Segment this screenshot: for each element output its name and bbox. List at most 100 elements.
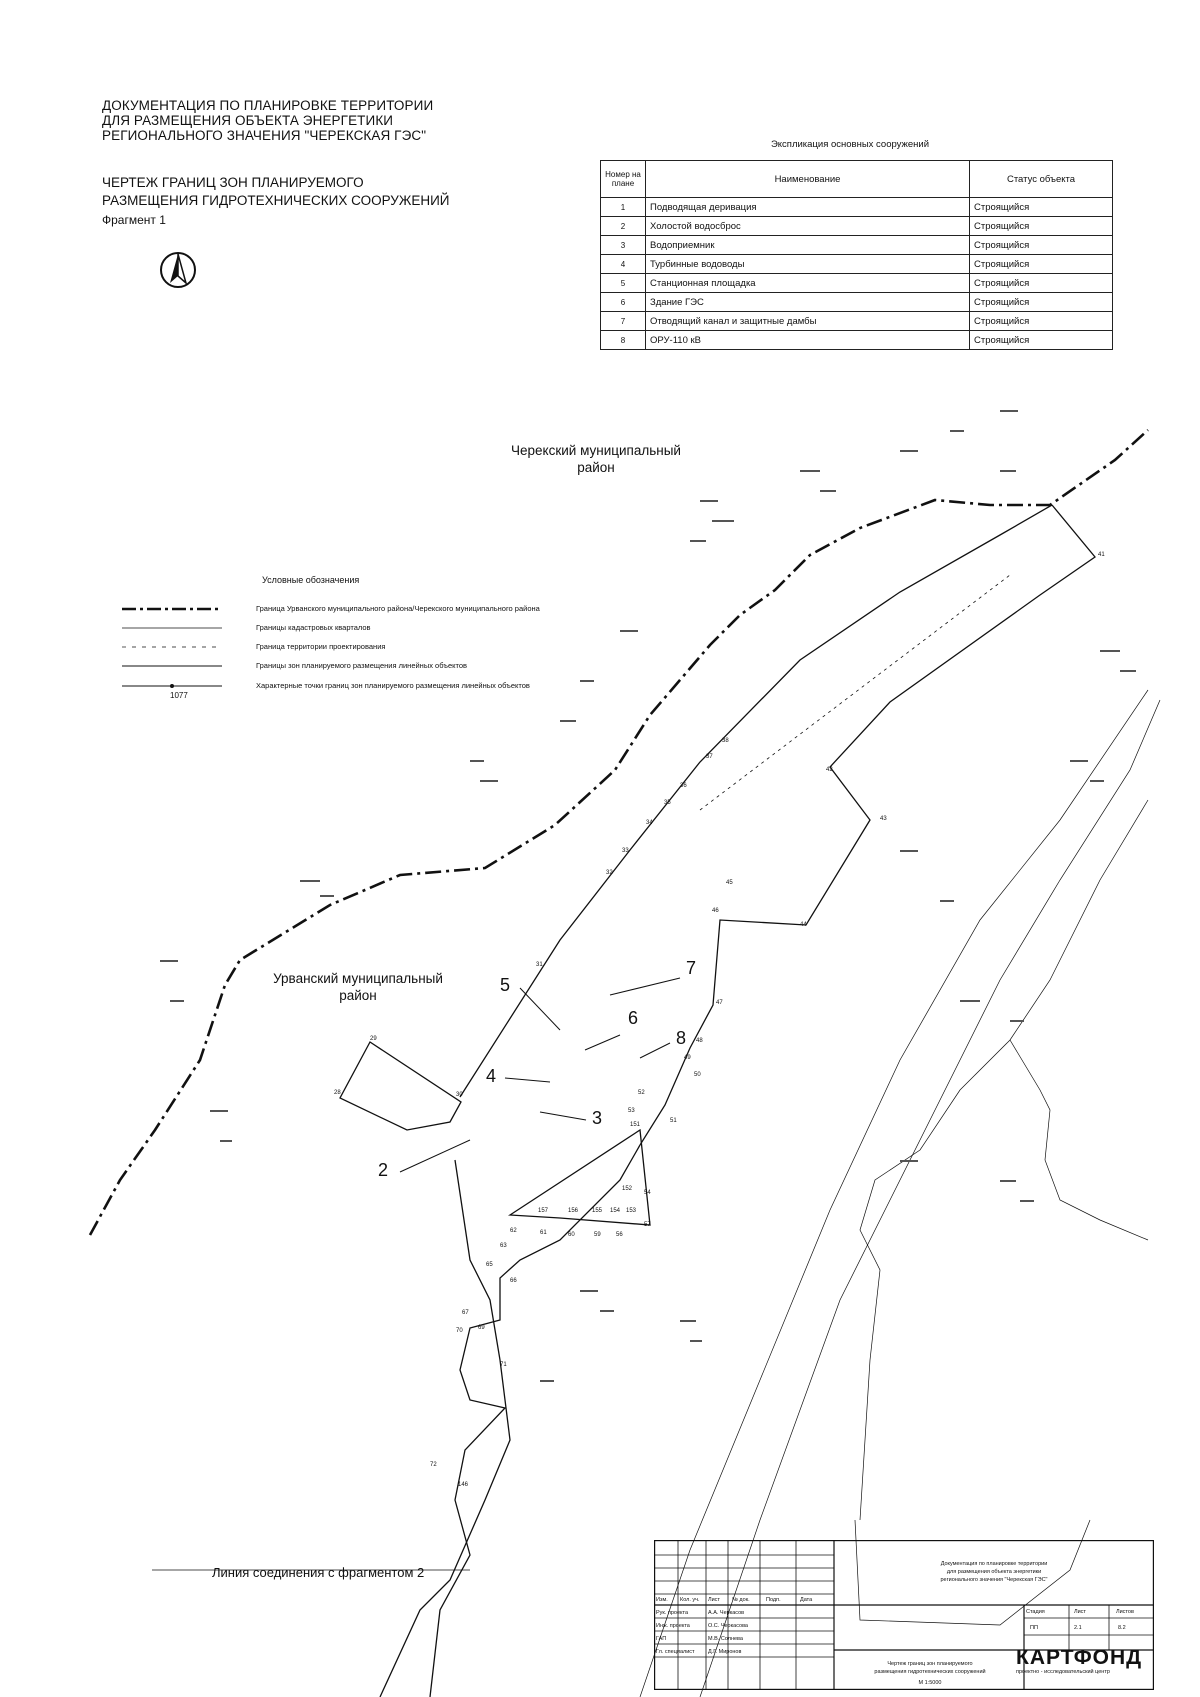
point-label: 151	[630, 1122, 641, 1128]
cadastral-line	[699, 699, 1161, 1697]
legend-point-label: 1077	[170, 691, 188, 700]
point-label: 155	[592, 1208, 603, 1214]
point-label: 53	[628, 1108, 635, 1114]
callout-arrow-2	[399, 1139, 471, 1173]
point-label: 62	[510, 1228, 517, 1234]
title-block	[654, 1540, 1154, 1690]
point-label: 35	[664, 800, 671, 806]
explication-caption: Экспликация основных сооружений	[770, 139, 930, 150]
point-label: 43	[880, 816, 887, 822]
stamp-role: Гл. специалист	[656, 1649, 695, 1655]
callout-arrow-8	[639, 1042, 671, 1059]
callout-arrow-3	[539, 1111, 587, 1121]
drawing-title: ЧЕРТЕЖ ГРАНИЦ ЗОН ПЛАНИРУЕМОГО РАЗМЕЩЕНИ…	[102, 175, 450, 208]
point-label: 49	[684, 1055, 691, 1061]
substation-zone	[507, 1128, 651, 1226]
point-label: 157	[538, 1208, 549, 1214]
callout-arrow-4	[504, 1077, 551, 1083]
point-label: 65	[486, 1262, 493, 1268]
legend-item-territory: Граница территории проектирования	[256, 642, 386, 651]
point-label: 28	[334, 1090, 341, 1096]
district-label-cherek: Черекский муниципальный район	[511, 443, 681, 475]
callout-4: 4	[486, 1066, 497, 1086]
point-label: 51	[670, 1118, 677, 1124]
point-label: 63	[500, 1243, 507, 1249]
point-label: 44	[800, 922, 807, 928]
terrain-texture	[160, 410, 1136, 1382]
callout-arrow-5	[519, 987, 561, 1031]
point-label: 46	[712, 908, 719, 914]
stamp-project-title: Документация по планировке территории дл…	[940, 1561, 1048, 1583]
point-label: 60	[568, 1232, 575, 1238]
stamp-scale: М 1:5000	[918, 1680, 942, 1686]
point-label: 72	[430, 1462, 437, 1468]
cadastral-line	[854, 1519, 1091, 1626]
point-label: 42	[826, 767, 833, 773]
corridor-centerline	[699, 574, 1011, 811]
callout-6: 6	[628, 1008, 639, 1028]
stamp-sheets-header: Листов	[1116, 1609, 1134, 1615]
company-logo: КАРТФОНД	[1016, 1646, 1143, 1669]
point-label: 156	[568, 1208, 579, 1214]
point-label: 32	[606, 870, 613, 876]
stamp-person: О.С. Черкасова	[708, 1623, 748, 1629]
point-label: 45	[726, 880, 733, 886]
stamp-role: Рук. проекта	[656, 1610, 689, 1616]
point-label: 41	[1098, 552, 1105, 558]
point-label: 31	[536, 962, 543, 968]
legend-item-district-boundary: Граница Урванского муниципального района…	[256, 604, 540, 613]
spillway-zone	[339, 1041, 462, 1131]
legend-title: Условные обозначения	[262, 575, 360, 585]
point-label: 69	[478, 1325, 485, 1331]
callout-3: 3	[592, 1108, 603, 1128]
callout-8: 8	[676, 1028, 687, 1048]
point-label: 52	[638, 1090, 645, 1096]
cadastral-line	[859, 799, 1149, 1521]
stamp-role: ГАП	[656, 1636, 667, 1642]
south-corridor-west	[379, 1159, 511, 1697]
stamp-person: М.В. Солнева	[708, 1636, 743, 1642]
point-label: 146	[458, 1482, 469, 1488]
point-label: 152	[622, 1186, 633, 1192]
stamp-col-izm: Изм.	[656, 1597, 668, 1603]
point-label: 37	[706, 754, 713, 760]
company-subtitle: проектно - исследовательский центр	[1016, 1669, 1110, 1675]
point-label: 34	[646, 820, 653, 826]
stamp-sheet-value: 2.1	[1074, 1625, 1082, 1631]
point-label: 61	[540, 1230, 547, 1236]
point-label: 56	[616, 1232, 623, 1238]
stamp-sheet-title: Чертеж границ зон планируемого размещени…	[874, 1661, 986, 1675]
stamp-col-date: Дата	[800, 1597, 813, 1603]
stamp-sheets-value: 8.2	[1118, 1625, 1126, 1631]
point-label: 36	[680, 783, 687, 789]
point-label: 67	[462, 1310, 469, 1316]
stamp-person: А.А. Черкасов	[708, 1610, 745, 1616]
stamp-stage-value: ПП	[1030, 1625, 1038, 1631]
north-arrow-icon	[160, 252, 196, 288]
district-label-urvan: Урванский муниципальный район	[273, 971, 443, 1003]
callout-arrow-6	[584, 1034, 621, 1051]
point-label: 57	[644, 1222, 651, 1228]
legend-item-zones: Границы зон планируемого размещения лине…	[256, 661, 467, 670]
point-label: 71	[500, 1362, 507, 1368]
explication-table: Номер на плане Наименование Статус объек…	[600, 160, 1113, 350]
cadastral-line	[1009, 1039, 1149, 1241]
point-label: 154	[610, 1208, 621, 1214]
stamp-col-doc: № док.	[732, 1597, 750, 1603]
point-label: 70	[456, 1328, 463, 1334]
stamp-col-podp: Подп.	[766, 1597, 781, 1603]
document-title: ДОКУМЕНТАЦИЯ ПО ПЛАНИРОВКЕ ТЕРРИТОРИИ ДЛ…	[102, 98, 434, 143]
point-label: 47	[716, 1000, 723, 1006]
explication-header-row: Номер на плане Наименование Статус объек…	[600, 160, 1113, 198]
district-boundary-line	[88, 429, 1149, 1236]
point-label: 54	[644, 1190, 651, 1196]
stamp-col-kol: Кол. уч.	[680, 1597, 700, 1603]
header-name: Наименование	[645, 160, 970, 198]
stamp-col-list: Лист	[708, 1597, 720, 1603]
stamp-stage-header: Стадия	[1026, 1609, 1045, 1615]
